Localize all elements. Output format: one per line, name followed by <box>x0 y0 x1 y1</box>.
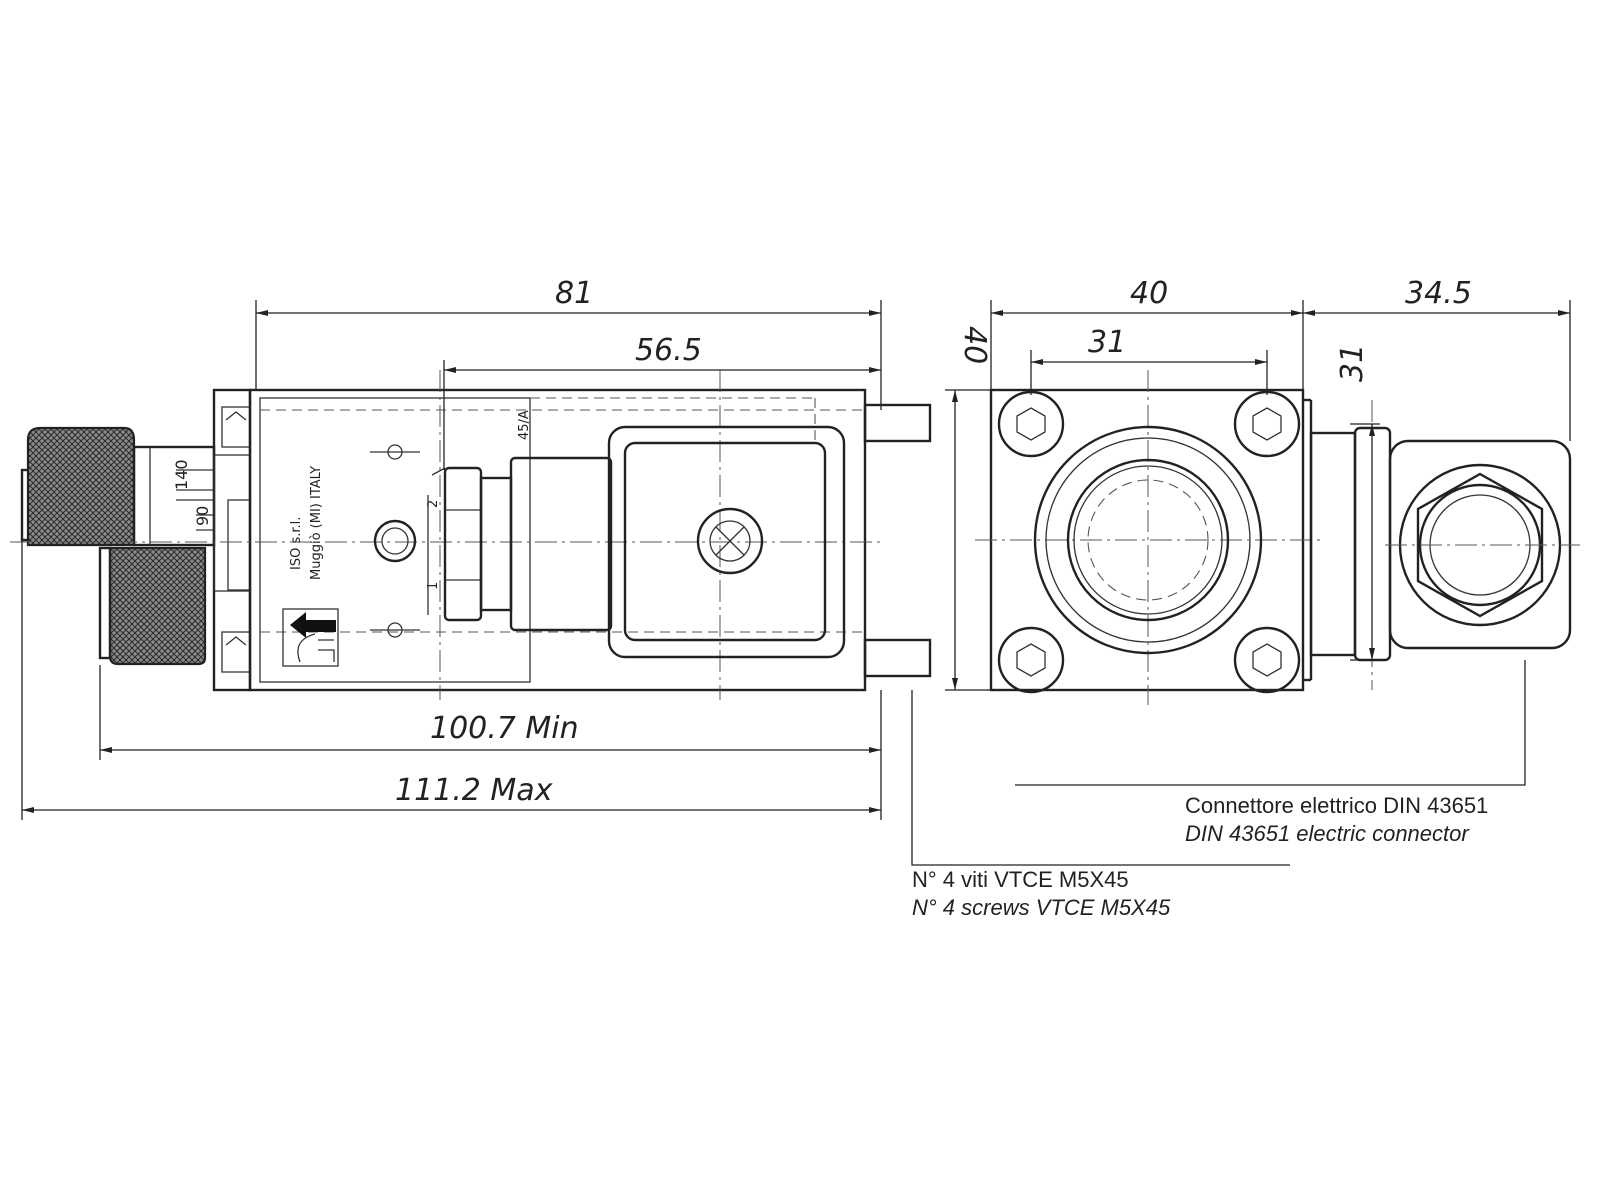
connector-note-it: Connettore elettrico DIN 43651 <box>1185 793 1489 818</box>
bolt-hole-tr <box>1233 390 1301 458</box>
dimension-lines: 81 56.5 40 34.5 31 40 31 100.7 Min 111.2… <box>21 276 1571 866</box>
port-2-label: 2 <box>426 500 441 508</box>
dim-56-5: 56.5 <box>635 333 702 368</box>
central-port <box>1033 425 1263 655</box>
dim-40-width: 40 <box>1130 276 1168 311</box>
coil-nut <box>443 466 513 622</box>
bolt-hole-br <box>1233 626 1301 694</box>
model-label: 45/A <box>517 410 532 440</box>
port-1-label: 1 <box>426 582 441 590</box>
screw-stud-bottom <box>863 638 932 678</box>
dim-31-horizontal: 31 <box>1088 325 1126 360</box>
screws-note: N° 4 viti VTCE M5X45 N° 4 screws VTCE M5… <box>912 866 1170 922</box>
side-view: 140 90 <box>10 370 932 700</box>
dim-31-vertical: 31 <box>1335 344 1370 382</box>
address-label: Muggiò (MI) ITALY <box>309 466 324 580</box>
coil <box>509 456 613 632</box>
dim-34-5: 34.5 <box>1405 276 1472 311</box>
adjustment-knob <box>20 426 207 666</box>
connector-note-en: DIN 43651 electric connector <box>1185 821 1469 846</box>
end-cap <box>212 388 252 692</box>
scale-90-label: 90 <box>193 506 212 526</box>
screw-stud-top <box>863 403 932 443</box>
dim-111-2-max: 111.2 Max <box>395 773 553 808</box>
scale-sleeve: 140 90 <box>132 445 216 547</box>
bolt-hole-bl <box>997 626 1065 694</box>
din-connector-end <box>1309 400 1580 690</box>
screws-note-it: N° 4 viti VTCE M5X45 <box>912 867 1129 892</box>
front-view <box>975 370 1580 705</box>
bolt-hole-tl <box>997 390 1065 458</box>
maker-label: ISO s.r.l. <box>289 517 304 570</box>
iso-logo <box>282 608 339 667</box>
valve-body: ISO s.r.l. Muggiò (MI) ITALY 45/A 2 1 <box>10 370 932 700</box>
dim-81: 81 <box>555 276 593 311</box>
din-connector-side <box>607 425 846 659</box>
screws-note-en: N° 4 screws VTCE M5X45 <box>912 895 1171 920</box>
connector-note: Connettore elettrico DIN 43651 DIN 43651… <box>1185 792 1488 848</box>
dim-40-height: 40 <box>957 326 992 364</box>
scale-140-label: 140 <box>172 459 191 490</box>
dim-100-7-min: 100.7 Min <box>430 711 579 746</box>
